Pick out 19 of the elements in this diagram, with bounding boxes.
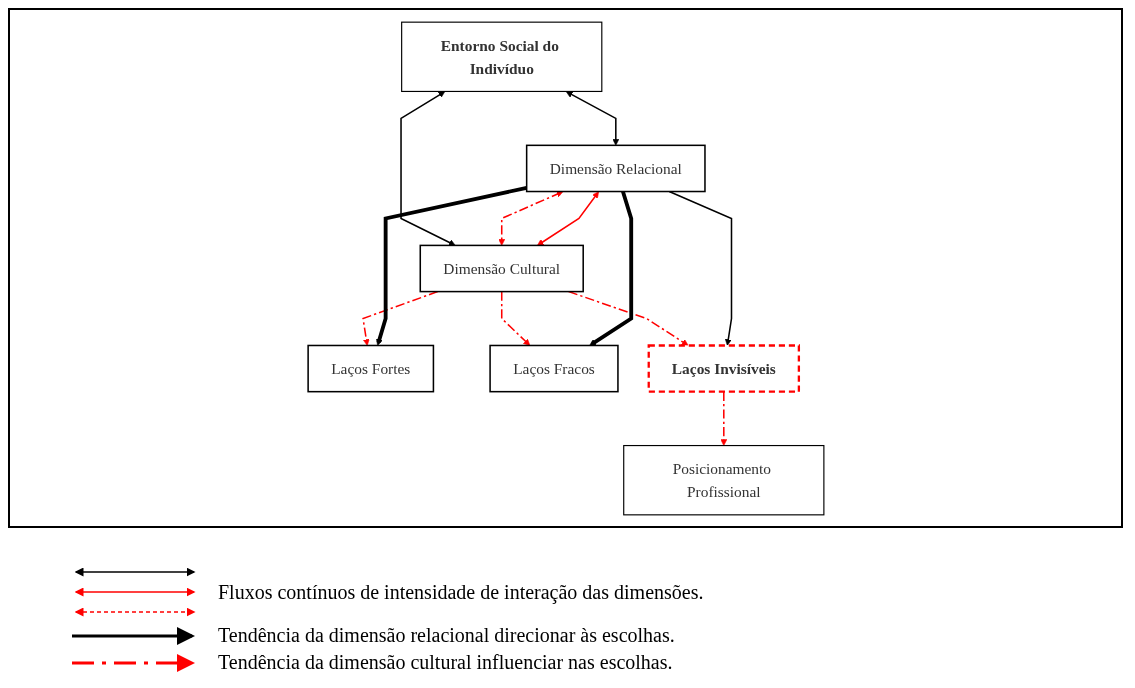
- node-box: [488, 344, 619, 392]
- legend-text: Tendência da dimensão relacional direcionar às escolhas.: [218, 624, 675, 647]
- node-box: [525, 144, 706, 192]
- node-box: [647, 343, 800, 393]
- legend-text: Fluxos contínuos de intensidade de interação das dimensões.: [218, 580, 704, 604]
- node-box: [419, 244, 584, 292]
- arrow: [399, 90, 456, 246]
- arrow: [497, 190, 563, 246]
- arrow: [588, 190, 633, 346]
- arrow: [500, 290, 530, 346]
- arrow: [536, 190, 599, 246]
- arrow: [565, 90, 619, 146]
- arrow: [361, 290, 438, 346]
- legend-text: Tendência da dimensão cultural influenciar nas escolhas.: [218, 651, 673, 674]
- node-box: [400, 21, 602, 92]
- arrow: [375, 185, 527, 346]
- node-box: [306, 344, 434, 392]
- flowchart-drawing: Entorno Social do Indivíduo Dimensão Relacional Laços Fortes Laços Fracos Laços Invisíveis Dimensão Cultural Posicionamento Profissional: [15, 15, 1116, 521]
- node-box: [622, 444, 824, 515]
